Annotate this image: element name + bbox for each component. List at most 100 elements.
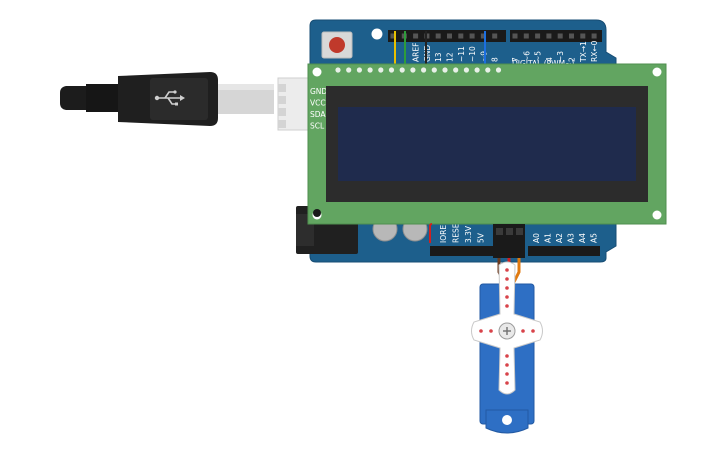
digital-pin-label: ~6: [522, 51, 531, 62]
digital-pin-label: AREF: [412, 43, 421, 62]
lcd-header-hole: [356, 67, 362, 73]
i2c-connector-pin: [278, 96, 286, 104]
usb-b-connector-shine: [218, 84, 274, 90]
lcd-header-hole: [485, 67, 491, 73]
lcd-mounting-hole-br: [652, 210, 662, 220]
lcd-header-hole: [442, 67, 448, 73]
digital-pin-label: ~3: [556, 51, 565, 62]
servo-mount-hole: [502, 415, 512, 425]
digital-pin-hole: [492, 33, 498, 39]
digital-pin-hole: [557, 33, 563, 39]
analog-pin-label: A1: [544, 233, 553, 243]
digital-pin-label: 2: [568, 57, 577, 62]
lcd-header-hole: [463, 67, 469, 73]
i2c-connector-pin: [278, 108, 286, 116]
horn-hole: [505, 277, 509, 281]
lcd-screen: [338, 107, 636, 181]
digital-pin-hole: [580, 33, 586, 39]
servo-screw-icon: [503, 327, 511, 335]
horn-hole: [505, 304, 509, 308]
digital-pin-label: 13: [434, 52, 443, 62]
digital-pin-hole: [535, 33, 541, 39]
servo-plug-pin: [516, 228, 523, 235]
horn-hole: [505, 354, 509, 358]
i2c-connector-pin: [278, 120, 286, 128]
lcd-header-hole: [495, 67, 502, 73]
lcd-header-hole: [388, 67, 395, 73]
usb-cable-strain-relief: [60, 86, 88, 110]
digital-pin-label: ~11: [457, 46, 466, 62]
digital-pin-label: 4: [545, 57, 554, 62]
horn-hole: [479, 329, 483, 333]
digital-pin-hole: [569, 33, 574, 39]
horn-hole: [505, 268, 509, 272]
lcd-header-hole: [335, 67, 341, 73]
analog-pin-label: A5: [590, 233, 599, 243]
reset-button[interactable]: [329, 37, 345, 53]
power-pin-label: RESET: [452, 219, 461, 243]
digital-pin-label: 12: [446, 52, 455, 62]
i2c-wires: [394, 31, 486, 68]
lcd-header-hole: [431, 67, 437, 73]
servo-plug-pin: [496, 228, 503, 235]
servo-wire-orange: [512, 258, 521, 283]
lcd-header-hole: [346, 67, 352, 73]
power-pin-label: IOREF: [439, 221, 448, 243]
lcd-header-hole: [453, 67, 459, 73]
servo-horn-holes: [479, 268, 535, 385]
horn-hole: [505, 372, 509, 376]
analog-pin-label: A0: [532, 233, 541, 243]
lcd-pin-label: SDA: [310, 110, 326, 119]
digital-pin-label: ~5: [534, 51, 543, 62]
lcd-header-hole: [410, 67, 416, 73]
digital-pin-hole: [390, 33, 396, 39]
lcd-header-hole: [378, 67, 384, 73]
digital-pin-hole: [435, 33, 441, 39]
horn-hole: [505, 295, 509, 299]
power-pin-label: 3.3V: [464, 225, 473, 243]
servo-plug-pin: [506, 228, 513, 235]
digital-pin-hole: [447, 33, 452, 39]
digital-pin-hole: [480, 33, 486, 39]
horn-hole: [505, 286, 509, 290]
horn-hole: [505, 363, 509, 367]
servo-motor: [471, 261, 543, 434]
digital-pin-label: 7: [511, 57, 520, 62]
analog-header: [528, 246, 600, 256]
power-header: [430, 246, 496, 256]
digital-pin-label: ~10: [468, 46, 477, 62]
usb-cable: [60, 72, 274, 126]
horn-hole: [505, 381, 509, 385]
digital-pin-hole: [591, 33, 597, 39]
digital-pin-hole: [512, 33, 518, 39]
digital-pin-label: RX←0: [590, 40, 599, 62]
lcd-mounting-hole-tl: [312, 67, 322, 77]
digital-pin-label: ~9: [479, 51, 488, 62]
lcd-header-hole: [474, 67, 480, 73]
usb-icon: [154, 90, 185, 106]
horn-hole: [531, 329, 535, 333]
lcd-header-hole: [399, 67, 405, 73]
lcd-header-hole: [367, 67, 373, 73]
lcd-header-hole: [421, 67, 427, 73]
lcd-contrast-dot: [313, 209, 321, 217]
analog-pin-label: A2: [555, 233, 564, 243]
digital-pin-hole: [413, 33, 419, 39]
servo-horn: [471, 261, 543, 395]
lcd-mounting-hole-tr: [652, 67, 662, 77]
digital-pin-label: TX→1: [579, 41, 588, 63]
i2c-connector-pin: [278, 84, 286, 92]
digital-pin-hole: [546, 33, 552, 39]
power-pin-label: 5V: [477, 232, 486, 243]
horn-hole: [521, 329, 525, 333]
analog-pin-label: A3: [567, 233, 576, 243]
lcd-pin-label: GND: [310, 87, 327, 96]
digital-pin-hole: [469, 33, 475, 39]
digital-header-right: [510, 30, 602, 42]
